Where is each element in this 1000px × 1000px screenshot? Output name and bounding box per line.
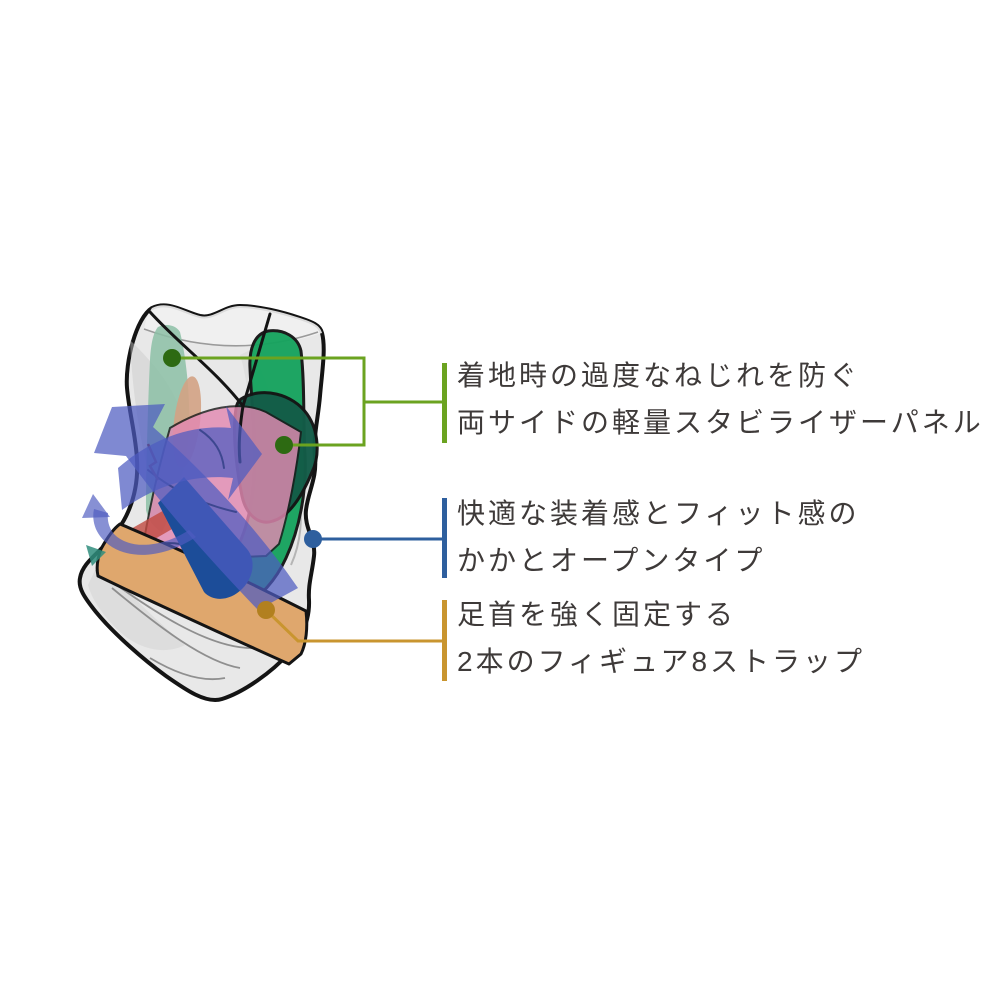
leader-figure8 [264, 600, 447, 681]
annotation-line: 両サイドの軽量スタビライザーパネル [457, 407, 984, 438]
motion-arrows [82, 404, 298, 610]
marker-dot-heel-open [304, 530, 322, 548]
arrow-curved-head [82, 494, 110, 518]
annotation-line: 2本のフィギュア8ストラップ [457, 646, 866, 677]
heel-teal-wedge [86, 545, 106, 566]
annotation-line: 快適な装着感とフィット感の [457, 498, 860, 529]
annotation-text-figure8: 足首を強く固定する 2本のフィギュア8ストラップ [457, 591, 865, 685]
marker-dot-stabilizer-side [275, 436, 293, 454]
annotation-text-stabilizer: 着地時の過度なねじれを防ぐ 両サイドの軽量スタビライザーパネル [457, 352, 984, 446]
annotation-line: 着地時の過度なねじれを防ぐ [457, 360, 861, 391]
figure8-strap-band [95, 522, 309, 666]
annotation-bar-stabilizer [442, 363, 447, 443]
arrow-curved-swoosh [93, 509, 196, 555]
annotation-line: かかとオープンタイプ [457, 545, 766, 576]
leader-heel-open [313, 498, 447, 578]
marker-dot-stabilizer-top [163, 349, 181, 367]
annotation-text-heel-open: 快適な装着感とフィット感の かかとオープンタイプ [457, 490, 859, 584]
annotation-bar-figure8 [442, 600, 447, 681]
leader-stabilizer [172, 356, 447, 447]
annotation-line: 足首を強く固定する [457, 599, 737, 630]
marker-dot-figure8 [257, 601, 275, 619]
arrow-right [118, 406, 262, 510]
annotation-bar-heel-open [442, 498, 447, 578]
